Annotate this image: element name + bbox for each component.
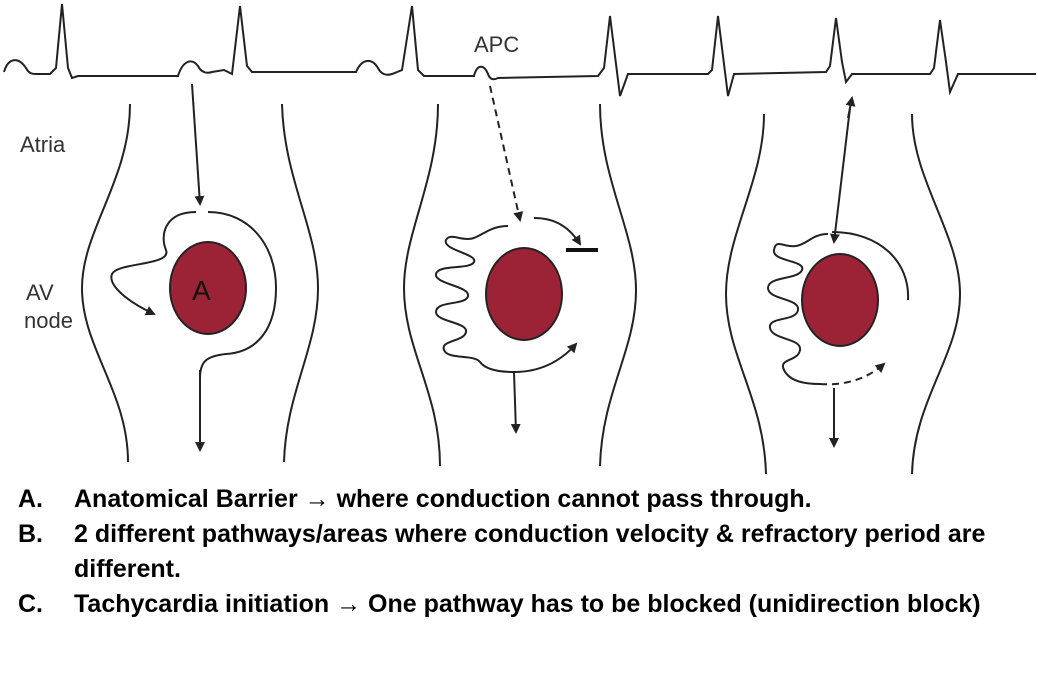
- apc-label: APC: [474, 32, 519, 57]
- note-letter: B.: [18, 520, 43, 548]
- ecg-trace: [3, 3, 1036, 97]
- panel-a-right-wall: [281, 103, 320, 463]
- panel-c-slow-pathway: [766, 233, 829, 385]
- panel-c-right-wall: [911, 113, 962, 475]
- note-text: Tachycardia initiation → One pathway has…: [74, 590, 981, 618]
- note-letter: C.: [18, 590, 43, 618]
- panel-a: A: [80, 83, 320, 463]
- barrier-letter: A: [192, 275, 211, 306]
- av-node-label-line2: node: [24, 308, 73, 333]
- panel-c-circuit-arc: [831, 231, 910, 301]
- anatomical-barrier-a: [169, 241, 247, 335]
- panel-a-circuit-right: [199, 211, 278, 379]
- note-item-b: B. 2 different pathways/areas where cond…: [18, 517, 1028, 587]
- panel-c-left-wall: [724, 113, 767, 475]
- note-text: Anatomical Barrier → where conduction ca…: [74, 485, 812, 513]
- anatomical-barrier-c: [801, 253, 879, 347]
- note-item-c: C. Tachycardia initiation → One pathway …: [18, 587, 1028, 622]
- panel-a-circuit-left: [110, 211, 197, 316]
- panel-b-right-wall: [599, 103, 638, 467]
- note-item-a: A. Anatomical Barrier → where conduction…: [18, 482, 1028, 517]
- panel-b-slow-pathway: [434, 225, 515, 373]
- av-node-label-line1: AV: [26, 280, 54, 305]
- panel-b-apc-arrow: [489, 85, 524, 222]
- panel-c-dashed-retro: [819, 362, 886, 386]
- reentry-diagram: Atria AV node APC A: [3, 3, 1036, 475]
- panel-b-exit-arrow: [510, 371, 521, 434]
- panel-a-entry-arrow: [191, 83, 205, 206]
- atria-label: Atria: [20, 132, 66, 157]
- panel-c: [724, 96, 962, 475]
- panel-b-left-wall: [402, 103, 441, 467]
- panel-b: [402, 85, 638, 467]
- note-text: 2 different pathways/areas where conduct…: [74, 520, 986, 583]
- panel-c-atrial-echo-arrowhead: [845, 96, 856, 119]
- panel-b-retro-arrow: [513, 342, 578, 373]
- panel-b-fast-pathway: [533, 217, 582, 246]
- panel-c-bidirectional-arrow: [829, 107, 851, 244]
- anatomical-barrier-b: [485, 247, 563, 341]
- notes-list: A. Anatomical Barrier → where conduction…: [18, 482, 1028, 622]
- panel-a-left-wall: [80, 103, 131, 463]
- note-letter: A.: [18, 485, 43, 513]
